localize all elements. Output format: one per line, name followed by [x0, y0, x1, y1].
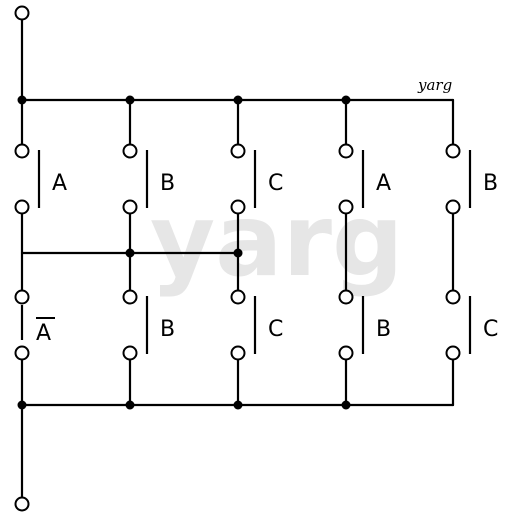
junction-dot	[17, 95, 27, 105]
contact-label: C	[268, 171, 283, 196]
watermark-text: yarg	[150, 182, 404, 299]
contact-labels: A B C A B A B C B C	[36, 171, 498, 346]
contact-label: C	[268, 317, 283, 342]
junction-dot	[233, 400, 243, 410]
contact-label: B	[160, 171, 175, 196]
contact-label: A	[36, 321, 51, 346]
contact-label: B	[160, 317, 175, 342]
contact-label: A	[52, 171, 67, 196]
junction-dot	[125, 400, 135, 410]
junction-dot	[341, 400, 351, 410]
contact-label: A	[376, 171, 391, 196]
output-terminal	[14, 496, 30, 512]
contact-bars	[20, 150, 472, 354]
contact-label: B	[483, 171, 498, 196]
junction-dot	[125, 248, 135, 258]
tag-label: yarg	[417, 76, 452, 94]
junction-dot	[125, 95, 135, 105]
junction-dot	[17, 400, 27, 410]
contact-label: B	[376, 317, 391, 342]
junction-dot	[233, 95, 243, 105]
junction-dots	[17, 95, 351, 410]
input-terminal	[14, 5, 30, 21]
junction-dot	[233, 248, 243, 258]
contact-label: C	[483, 317, 498, 342]
junction-dot	[341, 95, 351, 105]
terminals	[14, 5, 461, 512]
